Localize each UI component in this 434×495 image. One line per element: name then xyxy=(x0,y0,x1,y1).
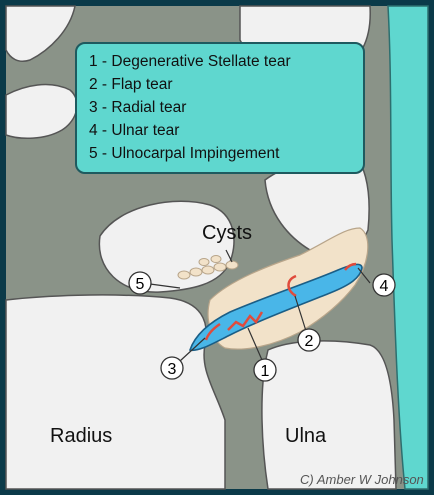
marker-2: 2 xyxy=(298,329,320,351)
legend-box: 1 - Degenerative Stellate tear 2 - Flap … xyxy=(75,42,365,174)
copyright-label: C) Amber W Johnson xyxy=(300,472,424,487)
marker-1: 1 xyxy=(254,359,276,381)
carpal-bone-top-left xyxy=(6,6,75,61)
radius-label: Radius xyxy=(50,425,112,448)
ulna-bone xyxy=(262,341,396,489)
svg-text:1: 1 xyxy=(261,363,270,380)
legend-item-4: 4 - Ulnar tear xyxy=(89,119,351,142)
svg-text:5: 5 xyxy=(136,276,145,293)
legend-item-3: 3 - Radial tear xyxy=(89,96,351,119)
radius-bone xyxy=(6,295,225,489)
lunate-bone xyxy=(99,201,234,292)
marker-5: 5 xyxy=(129,272,151,294)
svg-text:2: 2 xyxy=(305,333,314,350)
ulna-label: Ulna xyxy=(285,425,326,448)
marker-4: 4 xyxy=(373,274,395,296)
carpal-bone-left xyxy=(6,85,77,139)
marker-3: 3 xyxy=(161,357,183,379)
legend-item-1: 1 - Degenerative Stellate tear xyxy=(89,50,351,73)
svg-text:3: 3 xyxy=(168,361,177,378)
svg-text:4: 4 xyxy=(380,278,389,295)
cysts-label: Cysts xyxy=(202,222,252,245)
legend-item-2: 2 - Flap tear xyxy=(89,73,351,96)
legend-item-5: 5 - Ulnocarpal Impingement xyxy=(89,142,351,165)
